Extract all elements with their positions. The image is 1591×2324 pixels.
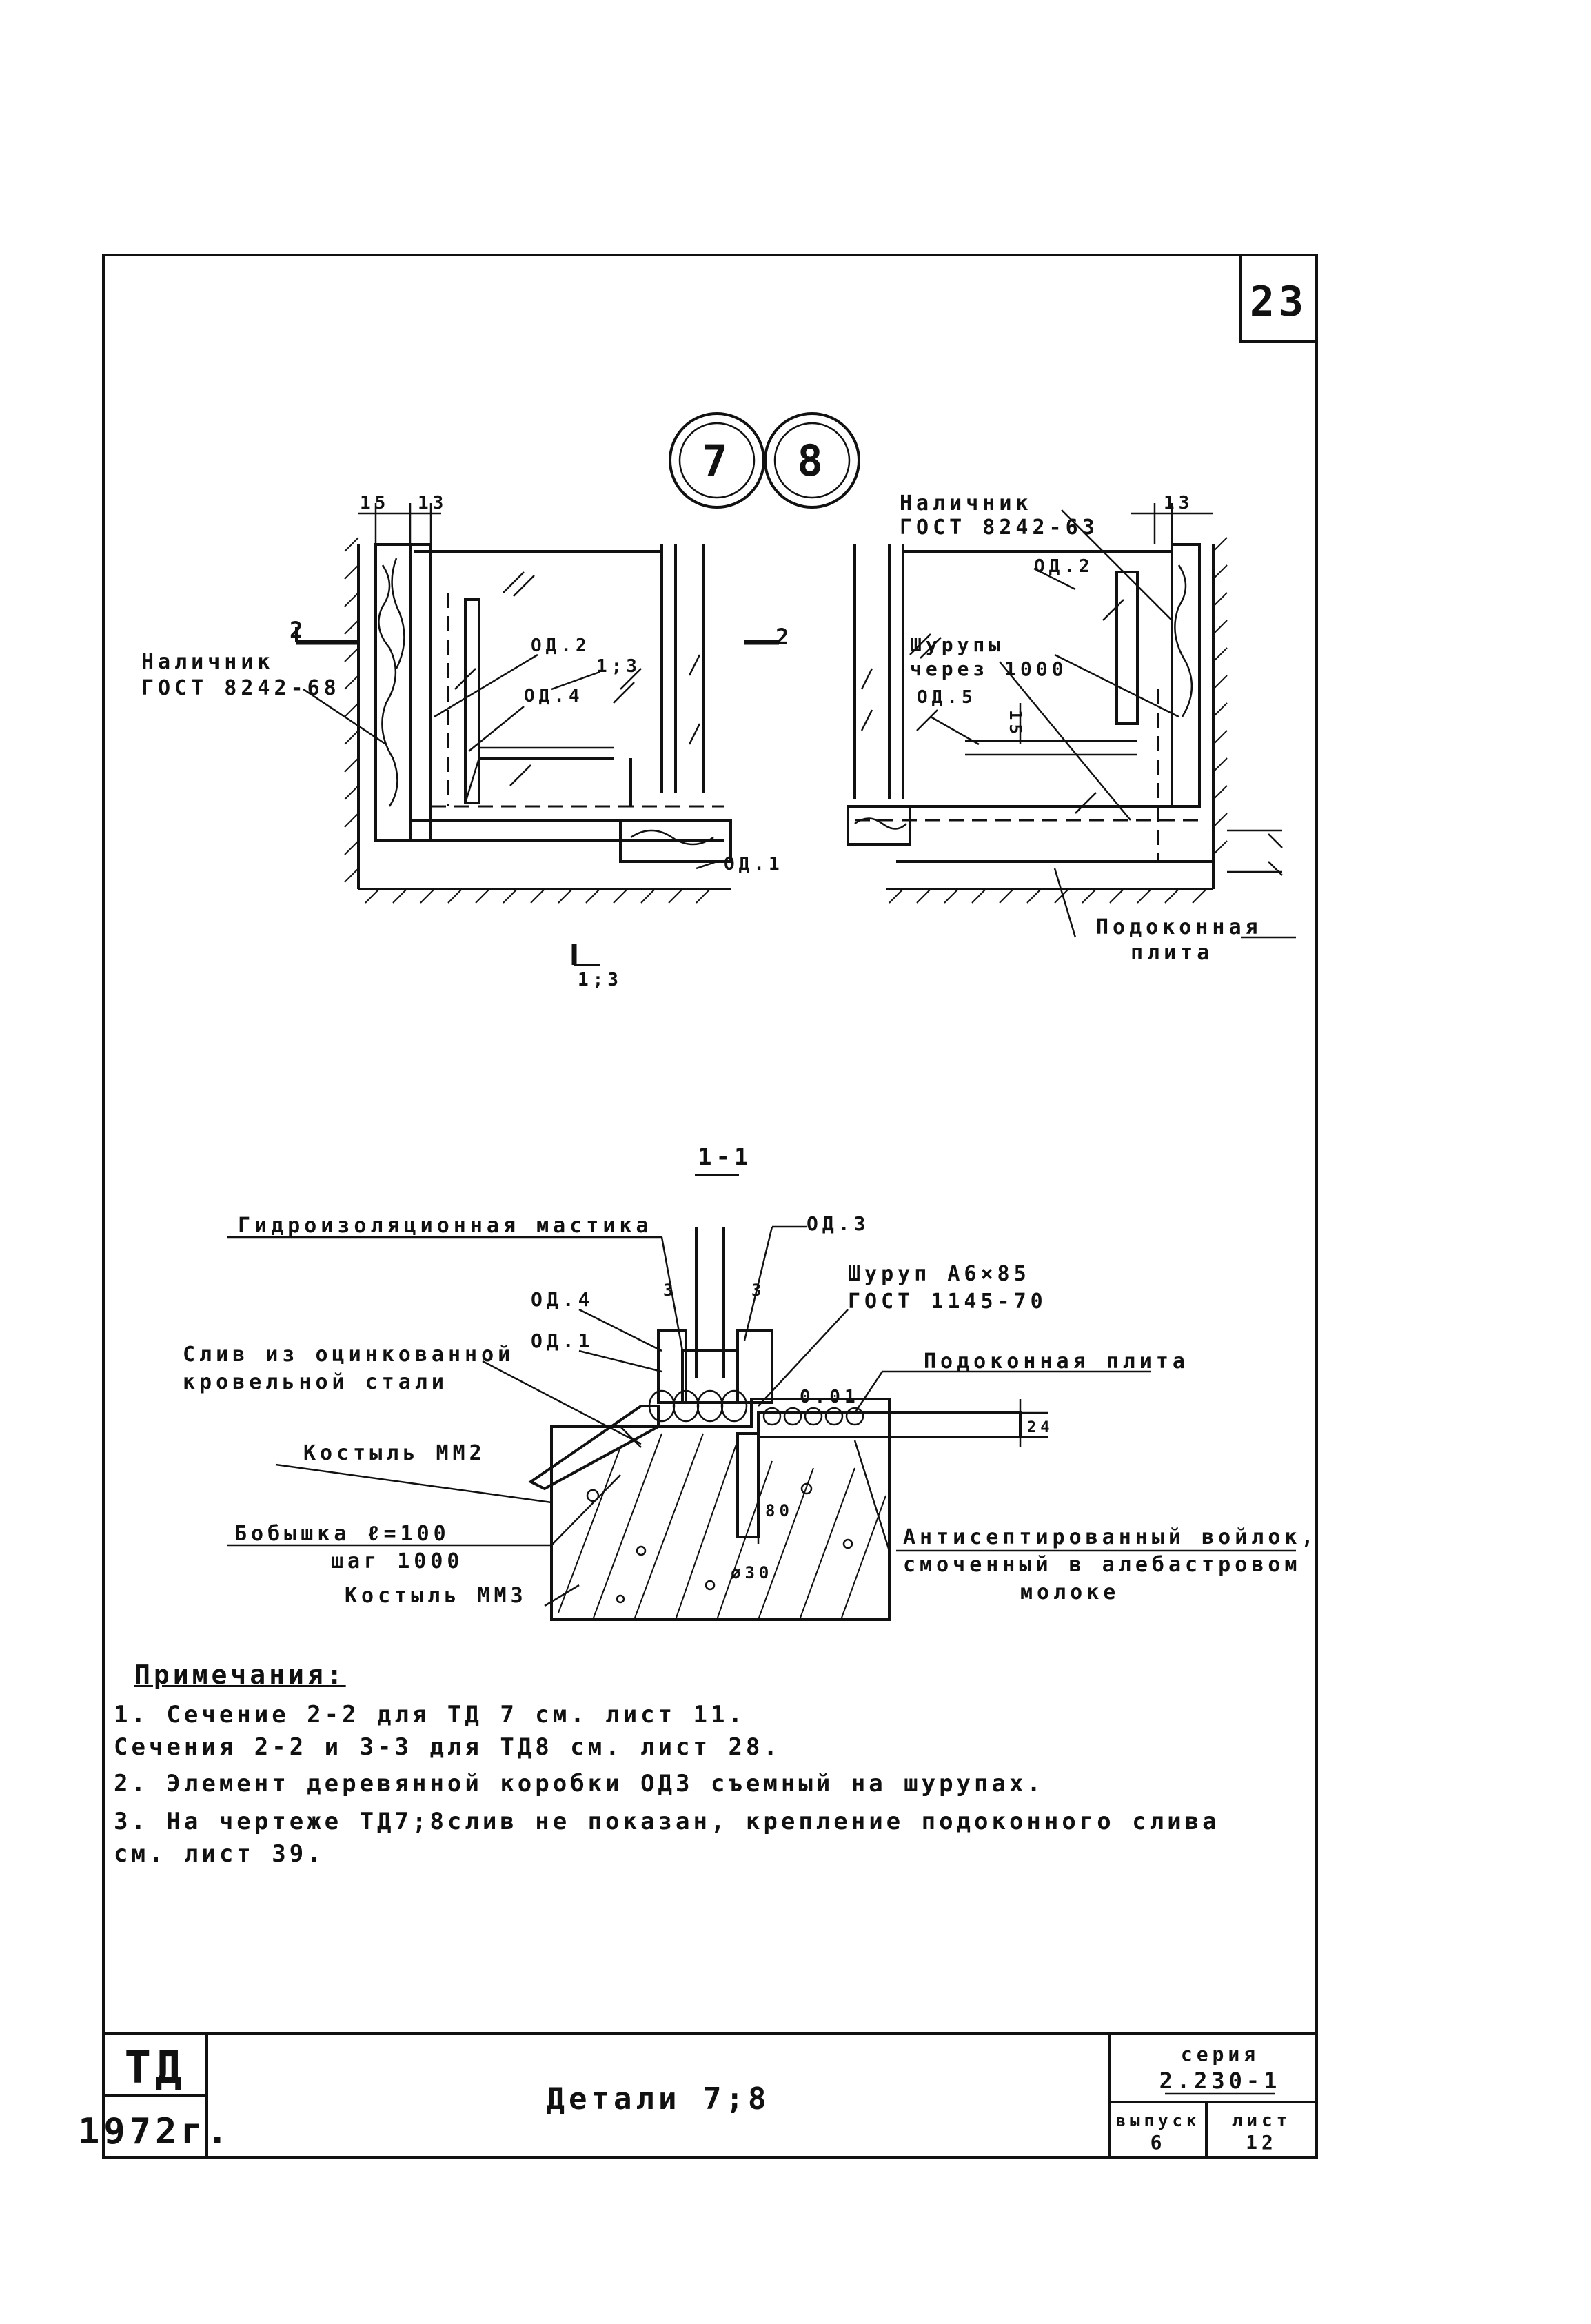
svg-text:Антисептированный войлок,: Антисептированный войлок, bbox=[903, 1525, 1318, 1549]
svg-text:ОД.4: ОД.4 bbox=[531, 1288, 594, 1311]
detail-marker-8: 8 bbox=[764, 412, 860, 509]
plan-right: 13 15 Наличник ГОСТ 8242-63 ОД.2 Шурупы … bbox=[847, 491, 1296, 965]
svg-text:ОД.4: ОД.4 bbox=[524, 686, 584, 706]
svg-text:Подоконная плита: Подоконная плита bbox=[924, 1349, 1189, 1374]
section-1-1: 1-1 bbox=[183, 1143, 1318, 1621]
svg-text:8: 8 bbox=[797, 436, 827, 486]
svg-text:Шурупы: Шурупы bbox=[910, 633, 1004, 656]
svg-text:2: 2 bbox=[776, 624, 793, 650]
svg-text:Гидроизоляционная мастика: Гидроизоляционная мастика bbox=[238, 1214, 653, 1238]
svg-text:Костыль ММ3: Костыль ММ3 bbox=[345, 1584, 527, 1608]
svg-text:ОД.5: ОД.5 bbox=[917, 687, 977, 708]
sheet-label: лист bbox=[1232, 2110, 1292, 2131]
svg-text:0.01: 0.01 bbox=[800, 1387, 860, 1407]
svg-text:ОД.2: ОД.2 bbox=[1034, 556, 1094, 577]
svg-text:ОД.1: ОД.1 bbox=[724, 854, 784, 875]
issue-value: 6 bbox=[1151, 2131, 1166, 2154]
svg-text:ОД.2: ОД.2 bbox=[531, 635, 591, 656]
svg-text:ОД.1: ОД.1 bbox=[531, 1329, 594, 1352]
svg-text:1;3: 1;3 bbox=[578, 970, 622, 990]
svg-text:Бобышка ℓ=100: Бобышка ℓ=100 bbox=[234, 1522, 450, 1546]
notes-heading: Примечания: bbox=[134, 1660, 346, 1690]
note-line-4: 3. На чертеже ТД7;8слив не показан, креп… bbox=[114, 1808, 1220, 1835]
org-code: ТД bbox=[124, 2043, 185, 2094]
sheet-title: Детали 7;8 bbox=[547, 2081, 771, 2117]
svg-text:ГОСТ 8242-63: ГОСТ 8242-63 bbox=[900, 516, 1099, 540]
svg-text:Костыль ММ2: Костыль ММ2 bbox=[303, 1441, 486, 1465]
svg-text:3: 3 bbox=[663, 1281, 677, 1300]
svg-text:смоченный в алебастровом: смоченный в алебастровом bbox=[903, 1553, 1301, 1577]
svg-text:7: 7 bbox=[702, 436, 731, 486]
svg-text:ГОСТ 1145-70: ГОСТ 1145-70 bbox=[848, 1290, 1047, 1314]
svg-text:80: 80 bbox=[765, 1501, 793, 1520]
plan-left: 15 13 2 2 1;3 Наличник ГОСТ 8242-68 ОД.2… bbox=[141, 493, 793, 990]
sheet-value: 12 bbox=[1246, 2131, 1277, 2154]
svg-text:Слив из оцинкованной: Слив из оцинкованной bbox=[183, 1343, 514, 1367]
svg-text:2: 2 bbox=[290, 617, 307, 643]
year: 1972г. bbox=[78, 2111, 232, 2152]
series-value: 2.230-1 bbox=[1159, 2068, 1281, 2094]
svg-text:13: 13 bbox=[418, 493, 447, 513]
series-label: серия bbox=[1181, 2043, 1259, 2066]
svg-text:24: 24 bbox=[1027, 1419, 1054, 1436]
note-line-1: 1. Сечение 2-2 для ТД 7 см. лист 11. bbox=[114, 1701, 746, 1729]
svg-text:1;3: 1;3 bbox=[596, 656, 641, 677]
svg-text:Наличник: Наличник bbox=[900, 491, 1033, 516]
sheet-frame bbox=[102, 254, 1318, 2159]
svg-text:шаг 1000: шаг 1000 bbox=[331, 1549, 464, 1573]
svg-text:Шуруп А6×85: Шуруп А6×85 bbox=[848, 1262, 1031, 1286]
svg-text:кровельной стали: кровельной стали bbox=[183, 1370, 448, 1394]
detail-marker-7: 7 bbox=[669, 412, 765, 509]
svg-text:ø30: ø30 bbox=[731, 1563, 773, 1582]
svg-text:молоке: молоке bbox=[1020, 1580, 1119, 1604]
svg-text:Подоконная: Подоконная bbox=[1096, 915, 1262, 939]
note-line-5: см. лист 39. bbox=[114, 1840, 325, 1868]
page-number: 23 bbox=[1250, 278, 1308, 326]
svg-text:15: 15 bbox=[1006, 710, 1025, 738]
svg-text:через 1000: через 1000 bbox=[910, 658, 1068, 680]
note-line-3: 2. Элемент деревянной коробки ОД3 съемны… bbox=[114, 1770, 1044, 1797]
svg-text:13: 13 bbox=[1164, 493, 1193, 513]
note-line-2: Сечения 2-2 и 3-3 для ТД8 см. лист 28. bbox=[114, 1733, 781, 1761]
page-number-box bbox=[1239, 254, 1318, 343]
svg-text:плита: плита bbox=[1131, 941, 1213, 965]
svg-text:15: 15 bbox=[360, 493, 389, 513]
title-block: ТД 1972г. Детали 7;8 серия 2.230-1 выпус… bbox=[78, 2032, 1317, 2157]
svg-text:1-1: 1-1 bbox=[698, 1143, 752, 1171]
svg-text:Наличник: Наличник bbox=[141, 650, 274, 674]
issue-label: выпуск bbox=[1116, 2111, 1201, 2130]
svg-text:ГОСТ 8242-68: ГОСТ 8242-68 bbox=[141, 676, 341, 700]
svg-text:3: 3 bbox=[751, 1281, 765, 1300]
svg-text:ОД.3: ОД.3 bbox=[807, 1212, 869, 1235]
